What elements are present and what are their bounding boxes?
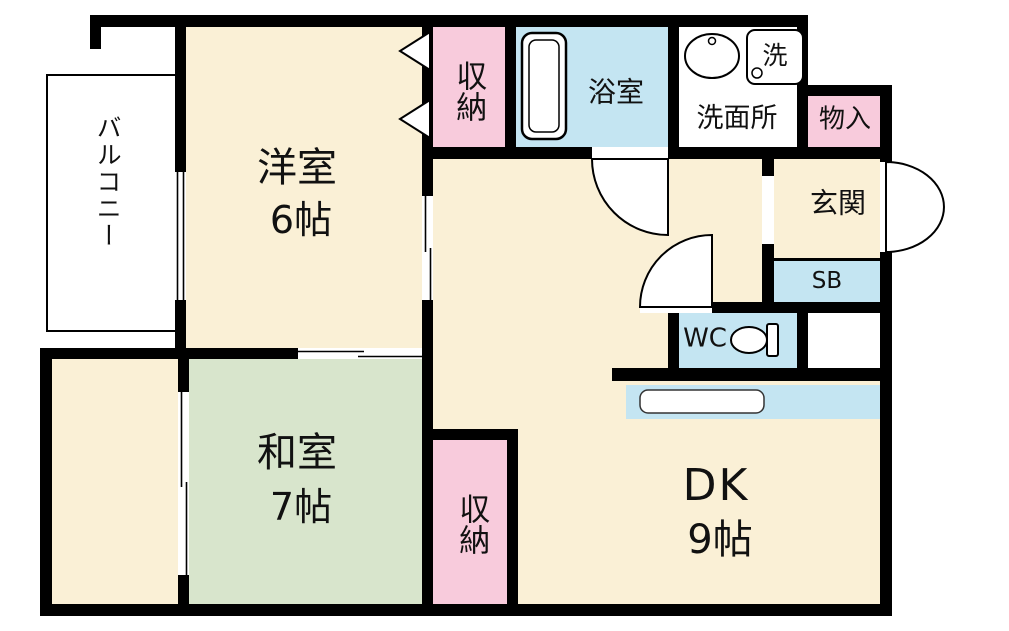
bathtub-icon bbox=[520, 31, 568, 141]
washroom-label: 洗面所 bbox=[696, 102, 778, 134]
bath-door-swing bbox=[590, 158, 669, 237]
dk-label: DK bbox=[682, 459, 750, 511]
closet-floor bbox=[808, 96, 880, 147]
wall bbox=[507, 429, 518, 604]
toilet-tank-icon bbox=[766, 323, 779, 357]
laundry-label: 洗 bbox=[762, 40, 788, 70]
tatami-sliding-opening bbox=[178, 392, 189, 575]
wall bbox=[774, 258, 880, 261]
wall bbox=[40, 348, 186, 359]
shoebox-floor bbox=[774, 261, 880, 302]
wall bbox=[505, 15, 516, 159]
wall bbox=[90, 15, 101, 49]
balcony-area bbox=[46, 74, 178, 332]
wall bbox=[40, 604, 892, 616]
entrance-hall-opening bbox=[762, 175, 774, 245]
void-notch bbox=[808, 313, 880, 368]
closet-folding-door-icon bbox=[398, 30, 431, 72]
closet-label: 物入 bbox=[818, 104, 872, 135]
wall bbox=[668, 302, 892, 313]
storage-top-floor bbox=[433, 27, 505, 147]
fusuma-opening bbox=[298, 348, 422, 359]
kitchen-sink-icon bbox=[639, 389, 765, 414]
entrance-label: 玄関 bbox=[809, 186, 867, 220]
wall bbox=[797, 85, 892, 96]
washbasin-icon bbox=[684, 33, 740, 79]
dk-size: 9帖 bbox=[687, 517, 753, 563]
bathtub-inner-icon bbox=[528, 39, 560, 133]
drain-icon bbox=[751, 67, 763, 79]
closet-folding-door-icon bbox=[398, 98, 431, 140]
western-room-label: 洋室 bbox=[257, 145, 337, 191]
wall bbox=[40, 348, 52, 616]
lower-left-room-floor bbox=[52, 359, 178, 604]
wall bbox=[422, 15, 433, 616]
toilet-label: WC bbox=[683, 323, 727, 354]
western-room-size: 6帖 bbox=[269, 198, 333, 243]
balcony-window-opening bbox=[175, 172, 186, 300]
front-door-swing bbox=[885, 160, 945, 254]
wall bbox=[668, 147, 892, 159]
wall bbox=[797, 302, 808, 381]
western-room-door-opening bbox=[422, 196, 433, 300]
toilet-bowl-icon bbox=[730, 326, 768, 354]
wall bbox=[422, 147, 592, 159]
wall bbox=[668, 302, 679, 381]
wall bbox=[612, 368, 892, 381]
storage-bottom-label: 収納 bbox=[453, 493, 490, 555]
japanese-room-size: 7帖 bbox=[269, 485, 333, 530]
western-room-floor bbox=[186, 27, 422, 348]
balcony-label: バルコニー bbox=[93, 114, 123, 250]
faucet-icon bbox=[707, 36, 717, 46]
wall bbox=[422, 429, 518, 440]
japanese-room-label: 和室 bbox=[257, 430, 337, 476]
shoebox-label: SB bbox=[811, 267, 843, 294]
bathroom-label: 浴室 bbox=[587, 75, 645, 109]
bath-door-opening bbox=[592, 147, 668, 159]
wall bbox=[668, 15, 679, 159]
japanese-room-floor bbox=[189, 359, 422, 604]
wall bbox=[90, 15, 808, 27]
toilet-door-swing bbox=[638, 233, 713, 308]
storage-top-label: 収納 bbox=[450, 60, 487, 122]
storage-bottom-floor bbox=[433, 440, 507, 604]
